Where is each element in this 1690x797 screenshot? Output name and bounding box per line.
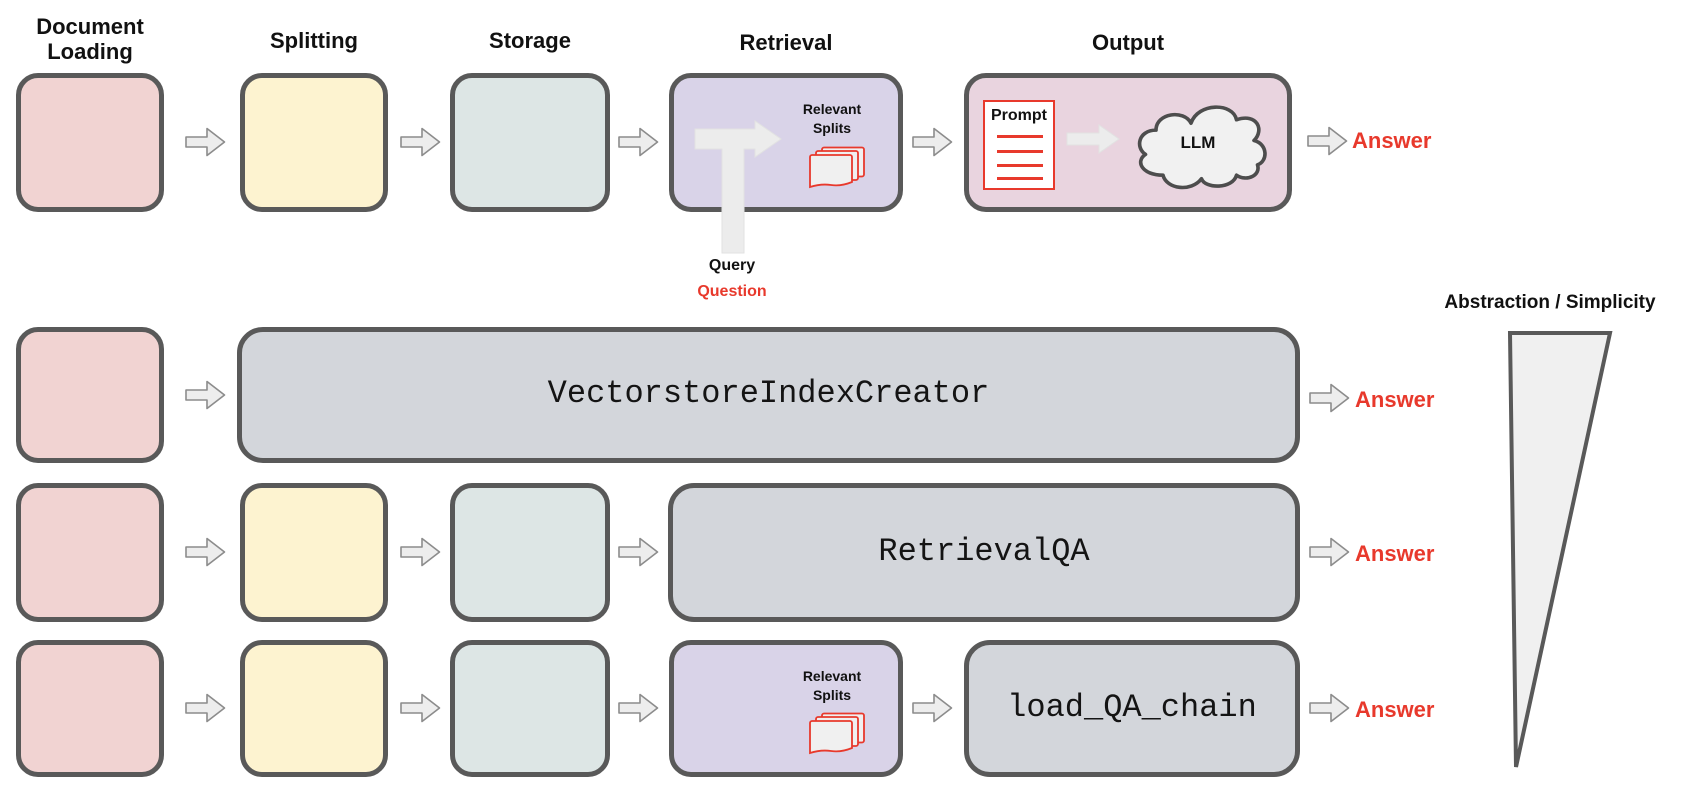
- right-arrow-icon: [185, 537, 226, 567]
- answer-label-row4: Answer: [1355, 697, 1435, 722]
- stage-label-storage: Storage: [489, 28, 571, 53]
- document-stack-icon: [809, 146, 865, 189]
- answer-label-row2: Answer: [1355, 387, 1435, 412]
- right-arrow-icon: [1307, 126, 1348, 156]
- splitting-box: [240, 73, 388, 212]
- document-loading-box-row4: [16, 640, 164, 777]
- retrieval-qa-label: RetrievalQA: [878, 532, 1090, 570]
- prompt-text-line: [997, 150, 1043, 153]
- stage-label-output: Output: [1091, 30, 1165, 55]
- storage-box-row3: [450, 483, 610, 622]
- right-arrow-icon: [400, 693, 441, 723]
- right-arrow-icon: [1309, 537, 1350, 567]
- stage-label-line: Document: [36, 14, 144, 39]
- llm-cloud-icon: [1137, 105, 1267, 190]
- right-arrow-icon: [1309, 693, 1350, 723]
- relevant-splits-label-row4: Relevant Splits: [770, 667, 894, 705]
- right-arrow-icon: [185, 380, 226, 410]
- right-arrow-icon: [912, 693, 953, 723]
- stage-label-line: Loading: [47, 39, 133, 64]
- prompt-document-icon: Prompt: [983, 100, 1055, 190]
- document-loading-box: [16, 73, 164, 212]
- right-arrow-icon: [912, 127, 953, 157]
- prompt-label: Prompt: [991, 107, 1047, 124]
- query-label: Query: [708, 257, 756, 274]
- prompt-text-line: [997, 135, 1043, 138]
- relevant-splits-box-row4: [669, 640, 903, 777]
- llm-label: LLM: [1180, 133, 1216, 152]
- document-stack-icon: [809, 712, 865, 755]
- splitting-box-row3: [240, 483, 388, 622]
- question-label: Question: [697, 283, 767, 300]
- relevant-splits-line: Splits: [812, 687, 852, 703]
- splitting-box-row4: [240, 640, 388, 777]
- relevant-splits-line: Relevant: [802, 668, 862, 684]
- stage-label-retrieval: Retrieval: [739, 30, 833, 55]
- right-arrow-icon: [618, 127, 659, 157]
- abstraction-triangle-icon: [1507, 331, 1613, 768]
- right-arrow-icon: [400, 537, 441, 567]
- prompt-text-line: [997, 177, 1043, 180]
- relevant-splits-line: Splits: [812, 120, 852, 136]
- vectorstore-index-creator-box: VectorstoreIndexCreator: [237, 327, 1300, 463]
- storage-box-row4: [450, 640, 610, 777]
- storage-box: [450, 73, 610, 212]
- right-arrow-icon: [618, 693, 659, 723]
- load-qa-chain-box: load_QA_chain: [964, 640, 1300, 777]
- prompt-text-line: [997, 164, 1043, 167]
- query-elbow-arrow-icon: [694, 120, 782, 254]
- right-arrow-icon: [185, 693, 226, 723]
- stage-label-splitting: Splitting: [270, 28, 358, 53]
- right-arrow-icon: [400, 127, 441, 157]
- prompt-to-llm-arrow-icon: [1066, 124, 1120, 154]
- load-qa-chain-label: load_QA_chain: [1007, 688, 1257, 726]
- relevant-splits-label: Relevant Splits: [770, 100, 894, 138]
- right-arrow-icon: [618, 537, 659, 567]
- document-loading-box-row2: [16, 327, 164, 463]
- vectorstore-index-creator-label: VectorstoreIndexCreator: [547, 375, 990, 413]
- abstraction-simplicity-label: Abstraction / Simplicity: [1444, 292, 1656, 313]
- retrieval-qa-box: RetrievalQA: [668, 483, 1300, 622]
- answer-label-row1: Answer: [1352, 128, 1432, 153]
- document-loading-box-row3: [16, 483, 164, 622]
- stage-label-document-loading: Document Loading: [16, 14, 164, 64]
- right-arrow-icon: [1309, 383, 1350, 413]
- relevant-splits-line: Relevant: [802, 101, 862, 117]
- answer-label-row3: Answer: [1355, 541, 1435, 566]
- right-arrow-icon: [185, 127, 226, 157]
